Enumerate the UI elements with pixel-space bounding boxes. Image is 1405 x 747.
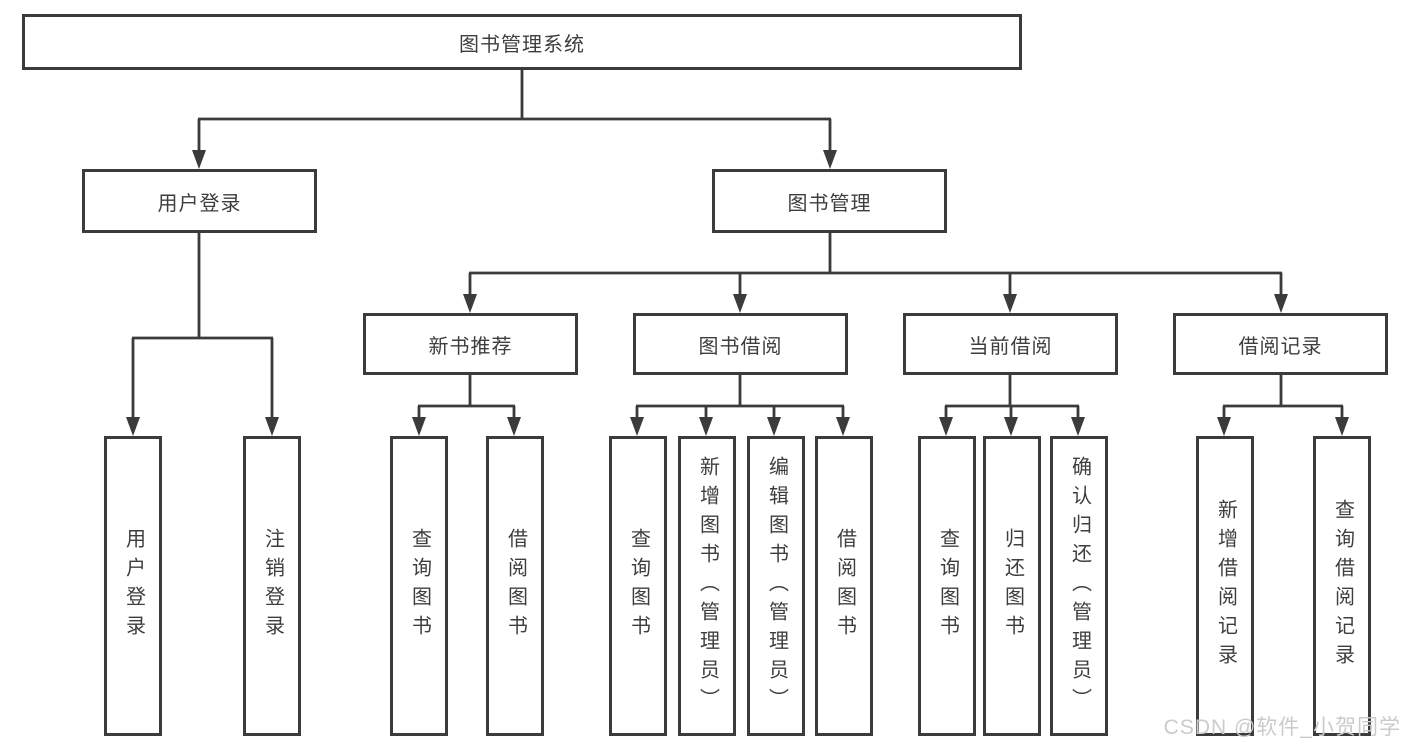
leaf-edit-book-admin: 编辑图书（管理员） [747,436,805,736]
leaf-logout: 注销登录 [243,436,301,736]
node-library-management-system: 图书管理系统 [22,14,1022,70]
leaf-user-login: 用户登录 [104,436,162,736]
node-label: 借阅图书 [833,528,856,644]
node-label: 确认归还（管理员） [1068,455,1091,717]
leaf-return-book: 归还图书 [983,436,1041,736]
watermark-text: CSDN @软件_小贺同学 [1163,716,1401,739]
leaf-add-borrow-record: 新增借阅记录 [1196,436,1254,736]
leaf-add-book-admin: 新增图书（管理员） [678,436,736,736]
node-book-borrow: 图书借阅 [633,313,848,375]
node-label: 查询图书 [627,528,650,644]
node-user-login: 用户登录 [82,169,317,233]
node-label: 用户登录 [157,192,242,215]
leaf-query-book-recommend: 查询图书 [390,436,448,736]
node-label: 归还图书 [1001,528,1024,644]
node-label: 新增图书（管理员） [696,455,719,717]
node-current-borrow: 当前借阅 [903,313,1118,375]
node-borrow-record: 借阅记录 [1173,313,1388,375]
node-label: 查询借阅记录 [1331,499,1354,673]
node-label: 图书管理系统 [459,33,585,56]
node-label: 图书管理 [787,192,872,215]
node-label: 查询图书 [936,528,959,644]
node-label: 图书借阅 [698,335,783,358]
node-label: 当前借阅 [968,335,1053,358]
leaf-borrow-book: 借阅图书 [815,436,873,736]
leaf-query-borrow-record: 查询借阅记录 [1313,436,1371,736]
node-label: 新书推荐 [428,335,513,358]
node-book-management: 图书管理 [712,169,947,233]
node-label: 借阅图书 [504,528,527,644]
node-label: 查询图书 [408,528,431,644]
leaf-borrow-book-recommend: 借阅图书 [486,436,544,736]
node-label: 用户登录 [122,528,145,644]
node-label: 注销登录 [261,528,284,644]
leaf-query-book: 查询图书 [609,436,667,736]
arrowheads [126,150,1349,436]
leaf-confirm-return-admin: 确认归还（管理员） [1050,436,1108,736]
node-label: 编辑图书（管理员） [765,455,788,717]
node-label: 借阅记录 [1238,335,1323,358]
leaf-query-current: 查询图书 [918,436,976,736]
node-label: 新增借阅记录 [1214,499,1237,673]
node-new-book-recommend: 新书推荐 [363,313,578,375]
